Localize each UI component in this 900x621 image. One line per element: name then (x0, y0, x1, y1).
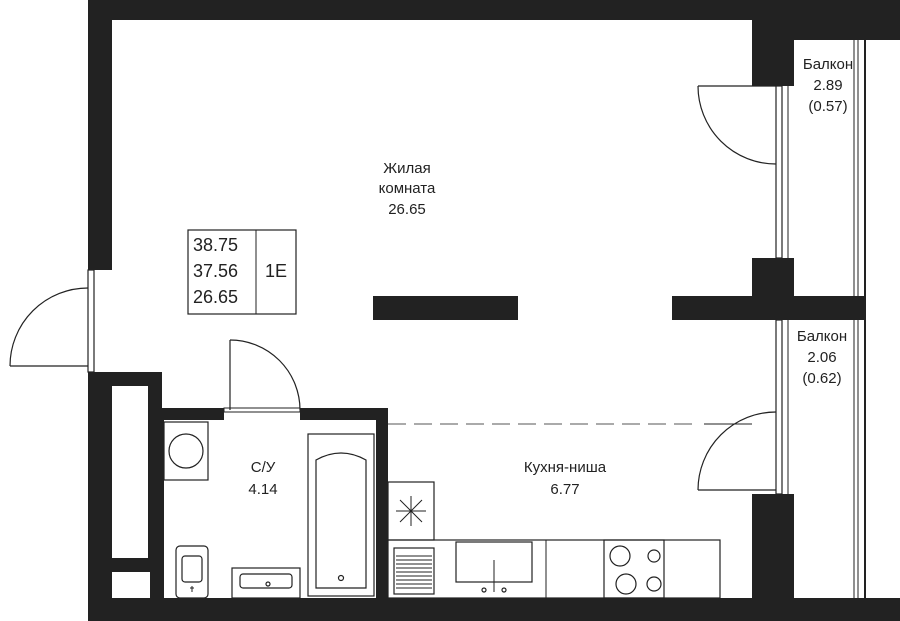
area-summary-box: 38.75 37.56 26.65 1Е (187, 229, 297, 315)
living-room-name-1: Жилая (383, 160, 430, 177)
room-labels: Жилая комната 26.65 Балкон 2.89 (0.57) Б… (248, 56, 853, 498)
balcony-top-name: Балкон (803, 56, 853, 73)
kitchen-area: 6.77 (550, 481, 579, 498)
living-room-name-2: комната (379, 180, 436, 197)
balcony-bottom-reduced-area: (0.62) (802, 370, 841, 387)
dishwasher-lines (396, 555, 432, 589)
kitchen-name: Кухня-ниша (524, 459, 607, 476)
living-area-total: 37.56 (193, 261, 238, 281)
bathroom-area: 4.14 (248, 481, 277, 498)
balcony-bottom-area: 2.06 (807, 349, 836, 366)
bathroom-name: С/У (251, 459, 276, 476)
walls (88, 0, 900, 621)
balcony-top-area: 2.89 (813, 77, 842, 94)
balcony-bottom-name: Балкон (797, 328, 847, 345)
doors (9, 85, 777, 491)
apartment-type: 1Е (265, 261, 287, 281)
kitchen-fixtures (387, 481, 721, 599)
balcony-top-reduced-area: (0.57) (808, 98, 847, 115)
windows (87, 40, 859, 598)
total-area: 38.75 (193, 235, 238, 255)
living-area: 26.65 (193, 287, 238, 307)
living-room-area: 26.65 (388, 201, 426, 218)
bathroom-fixtures (163, 421, 375, 599)
